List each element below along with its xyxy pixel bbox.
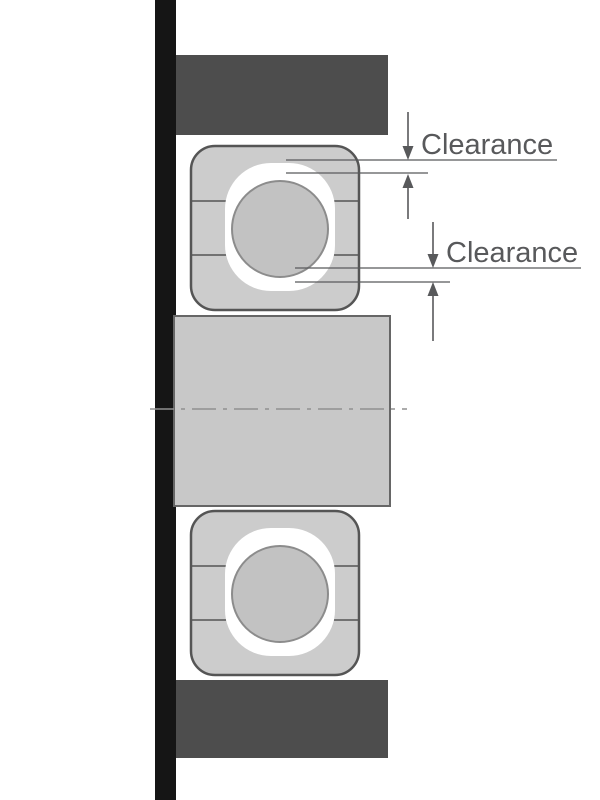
vertical-black-bar xyxy=(155,0,176,800)
shaft xyxy=(173,315,391,507)
lower-bearing xyxy=(189,509,361,677)
lower-clearance-label: Clearance xyxy=(446,237,578,269)
lower-clearance-down-arrowhead xyxy=(427,254,439,268)
upper-ring-split-lines xyxy=(192,200,358,256)
upper-clearance-up-arrowhead xyxy=(402,174,414,188)
lower-clearance-up-arrowhead xyxy=(427,282,439,296)
lower-ball xyxy=(231,545,329,643)
upper-clearance-annotation: Clearance xyxy=(286,112,557,219)
upper-ball xyxy=(231,180,329,278)
lower-ring-split-lines xyxy=(192,565,358,621)
upper-housing-block xyxy=(176,55,388,135)
upper-clearance-down-arrowhead xyxy=(402,146,414,160)
lower-housing-block xyxy=(176,680,388,758)
upper-clearance-label: Clearance xyxy=(421,129,553,161)
lower-clearance-annotation: Clearance xyxy=(295,222,581,341)
upper-bearing xyxy=(189,144,361,312)
